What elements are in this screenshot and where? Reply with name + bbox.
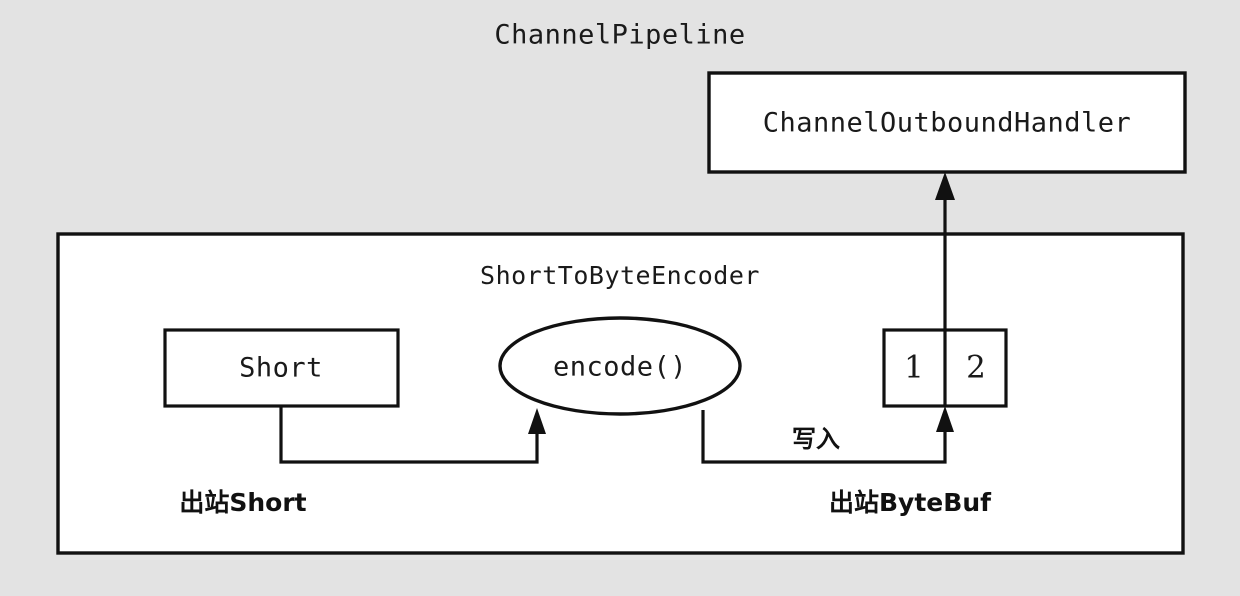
- bytebuf-box: 1 2: [882, 328, 1008, 408]
- caption-outbound-short: 出站Short: [179, 488, 306, 517]
- edge-short-to-encode: [279, 406, 546, 464]
- edge-short-to-encode-path: [279, 406, 539, 464]
- edge-encode-to-bytebuf: 写入: [701, 406, 954, 464]
- handler-box-rect: [707, 71, 1187, 174]
- encode-ellipse: encode(): [498, 316, 742, 416]
- edge-bytebuf-to-handler: [935, 172, 955, 330]
- edge-short-to-encode-arrowhead: [528, 408, 546, 434]
- short-box-label: Short: [239, 353, 323, 384]
- encode-ellipse-label: encode(): [553, 352, 687, 383]
- edge-bytebuf-to-handler-arrowhead: [935, 172, 955, 200]
- handler-box-label: ChannelOutboundHandler: [763, 108, 1132, 139]
- bytebuf-cell-1: 1: [904, 350, 924, 386]
- short-box: Short: [163, 328, 400, 408]
- channel-outbound-handler-box: ChannelOutboundHandler: [707, 71, 1187, 174]
- caption-outbound-bytebuf: 出站ByteBuf: [829, 488, 992, 517]
- encode-ellipse-shape: [498, 316, 742, 416]
- bytebuf-cell-2: 2: [966, 350, 986, 386]
- diagram-title: ChannelPipeline: [494, 20, 745, 51]
- edge-encode-to-bytebuf-arrowhead: [936, 406, 954, 432]
- encoder-group-label: ShortToByteEncoder: [480, 261, 760, 290]
- edge-encode-to-bytebuf-path: [701, 410, 947, 464]
- edge-label-write: 写入: [792, 425, 840, 453]
- short-box-rect: [163, 328, 400, 408]
